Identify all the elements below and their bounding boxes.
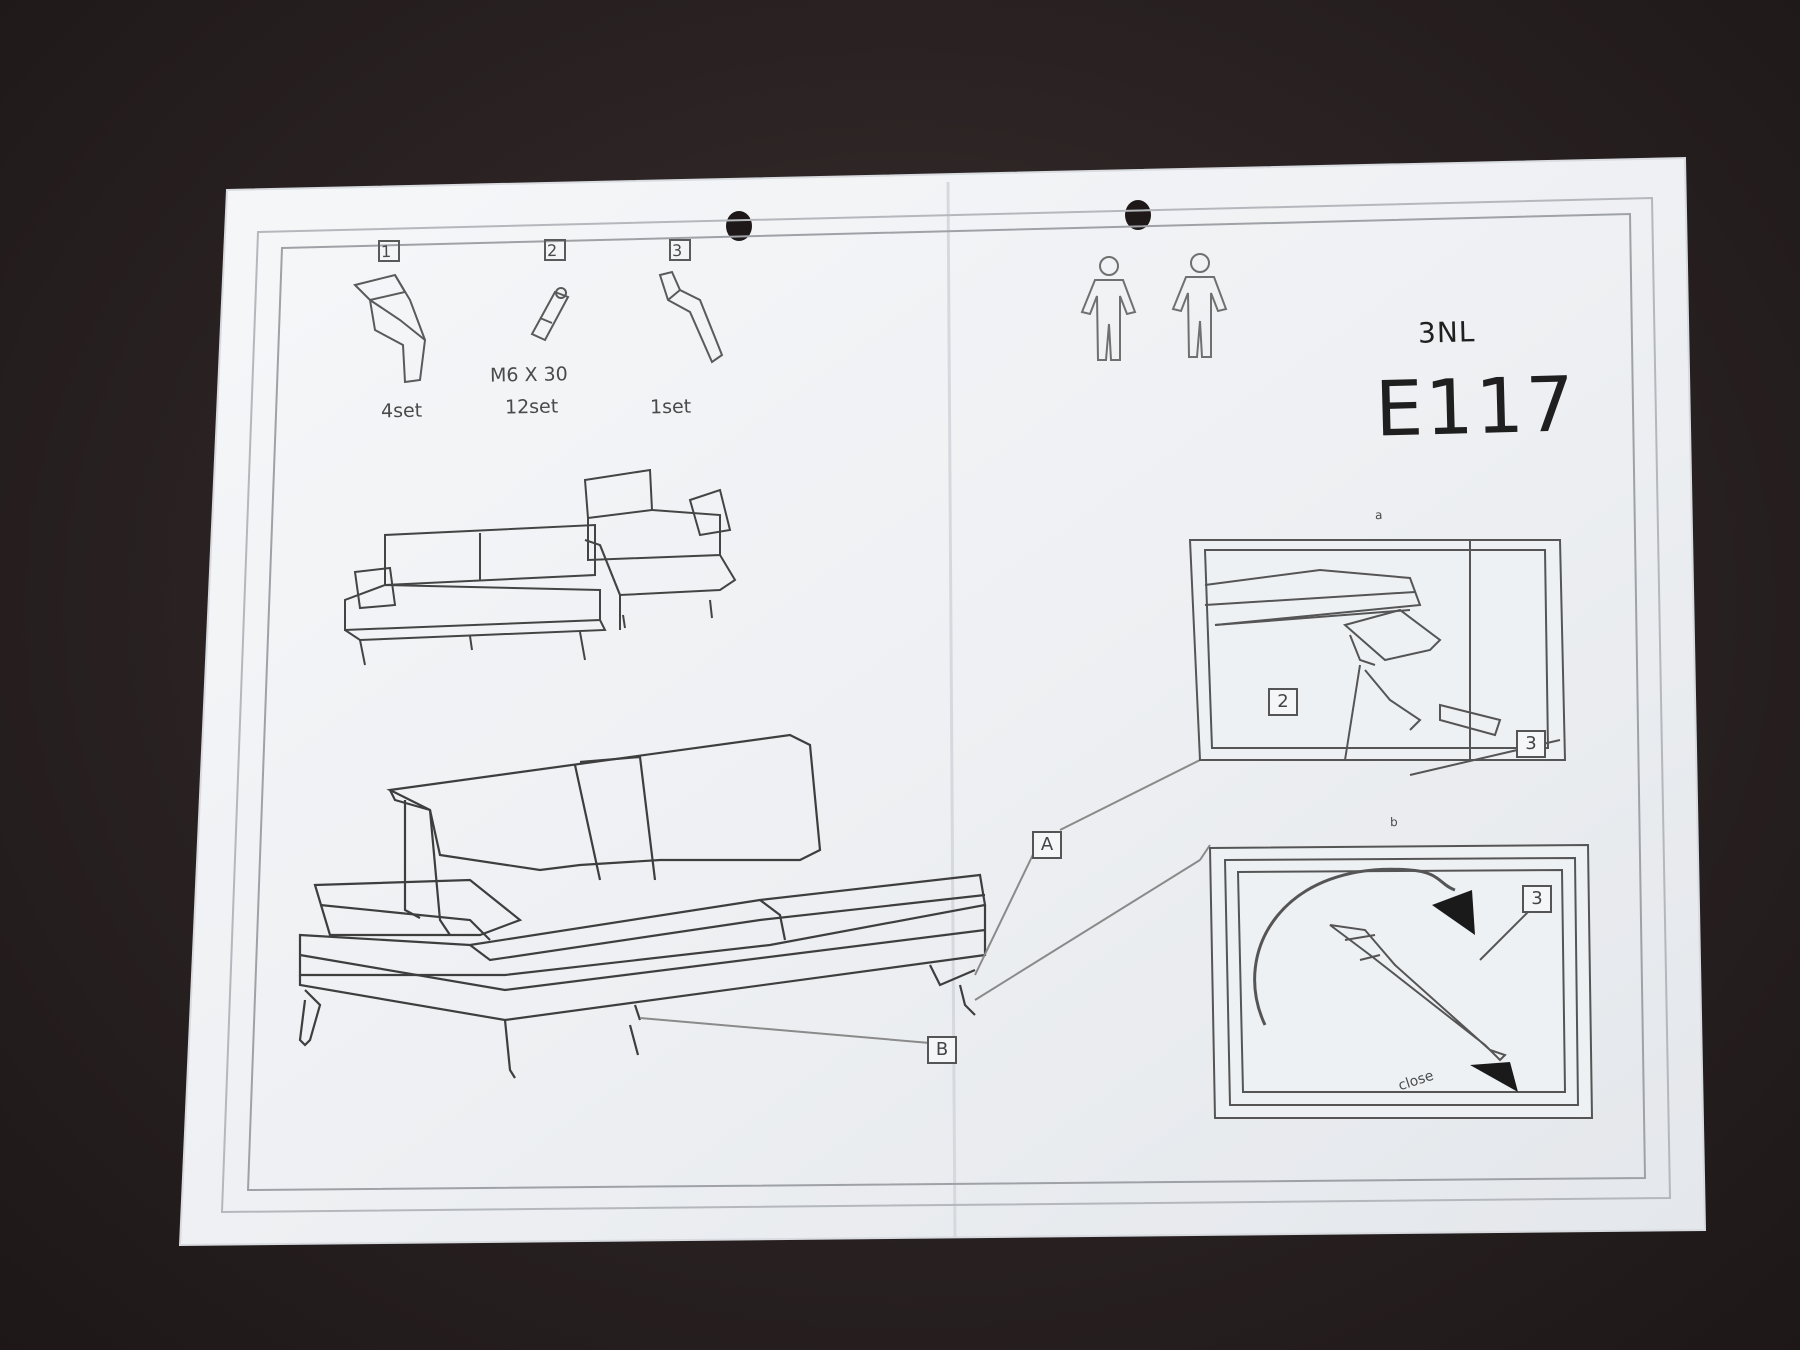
part-2-spec: M6 X 30 xyxy=(489,363,568,387)
part-3-quantity: 1set xyxy=(649,395,692,419)
part-3-group xyxy=(658,239,724,364)
punch-hole-left xyxy=(726,211,752,241)
sofa-leg-icon xyxy=(353,273,427,384)
outer-border xyxy=(220,196,1672,1214)
callout-a: A xyxy=(1032,831,1062,859)
part-2-quantity: 12set xyxy=(504,395,559,419)
part-2-number-box xyxy=(544,239,566,261)
model-code: E117 xyxy=(1373,359,1578,454)
sofa-overview-illustration xyxy=(344,468,737,666)
callout-b: B xyxy=(927,1036,957,1064)
part-1-quantity: 4set xyxy=(380,399,423,423)
callout-part-3-a: 3 xyxy=(1516,730,1546,758)
part-2-group xyxy=(530,239,570,342)
rotate-arrow-icon xyxy=(1432,890,1518,1092)
detail-b-box xyxy=(1208,843,1594,1119)
part-1-number: 1 xyxy=(380,241,392,262)
punch-hole-right xyxy=(1125,200,1151,230)
two-person-assembly-icon xyxy=(1080,253,1228,361)
part-3-number: 3 xyxy=(671,240,683,261)
part-1-group xyxy=(353,240,427,384)
inner-border xyxy=(246,212,1647,1192)
wrench-icon xyxy=(658,270,724,364)
detail-b-header: b xyxy=(1389,814,1398,830)
part-1-number-box xyxy=(378,240,400,262)
part-2-number: 2 xyxy=(546,240,558,261)
model-prefix: 3NL xyxy=(1417,315,1476,350)
bolt-icon xyxy=(530,287,570,342)
sofa-main-illustration xyxy=(298,733,987,1079)
detail-a-header: a xyxy=(1374,507,1383,523)
callout-part-3-b: 3 xyxy=(1522,885,1552,913)
part-3-number-box xyxy=(669,239,691,261)
detail-a-box xyxy=(1188,539,1567,776)
callout-part-2: 2 xyxy=(1268,688,1298,716)
